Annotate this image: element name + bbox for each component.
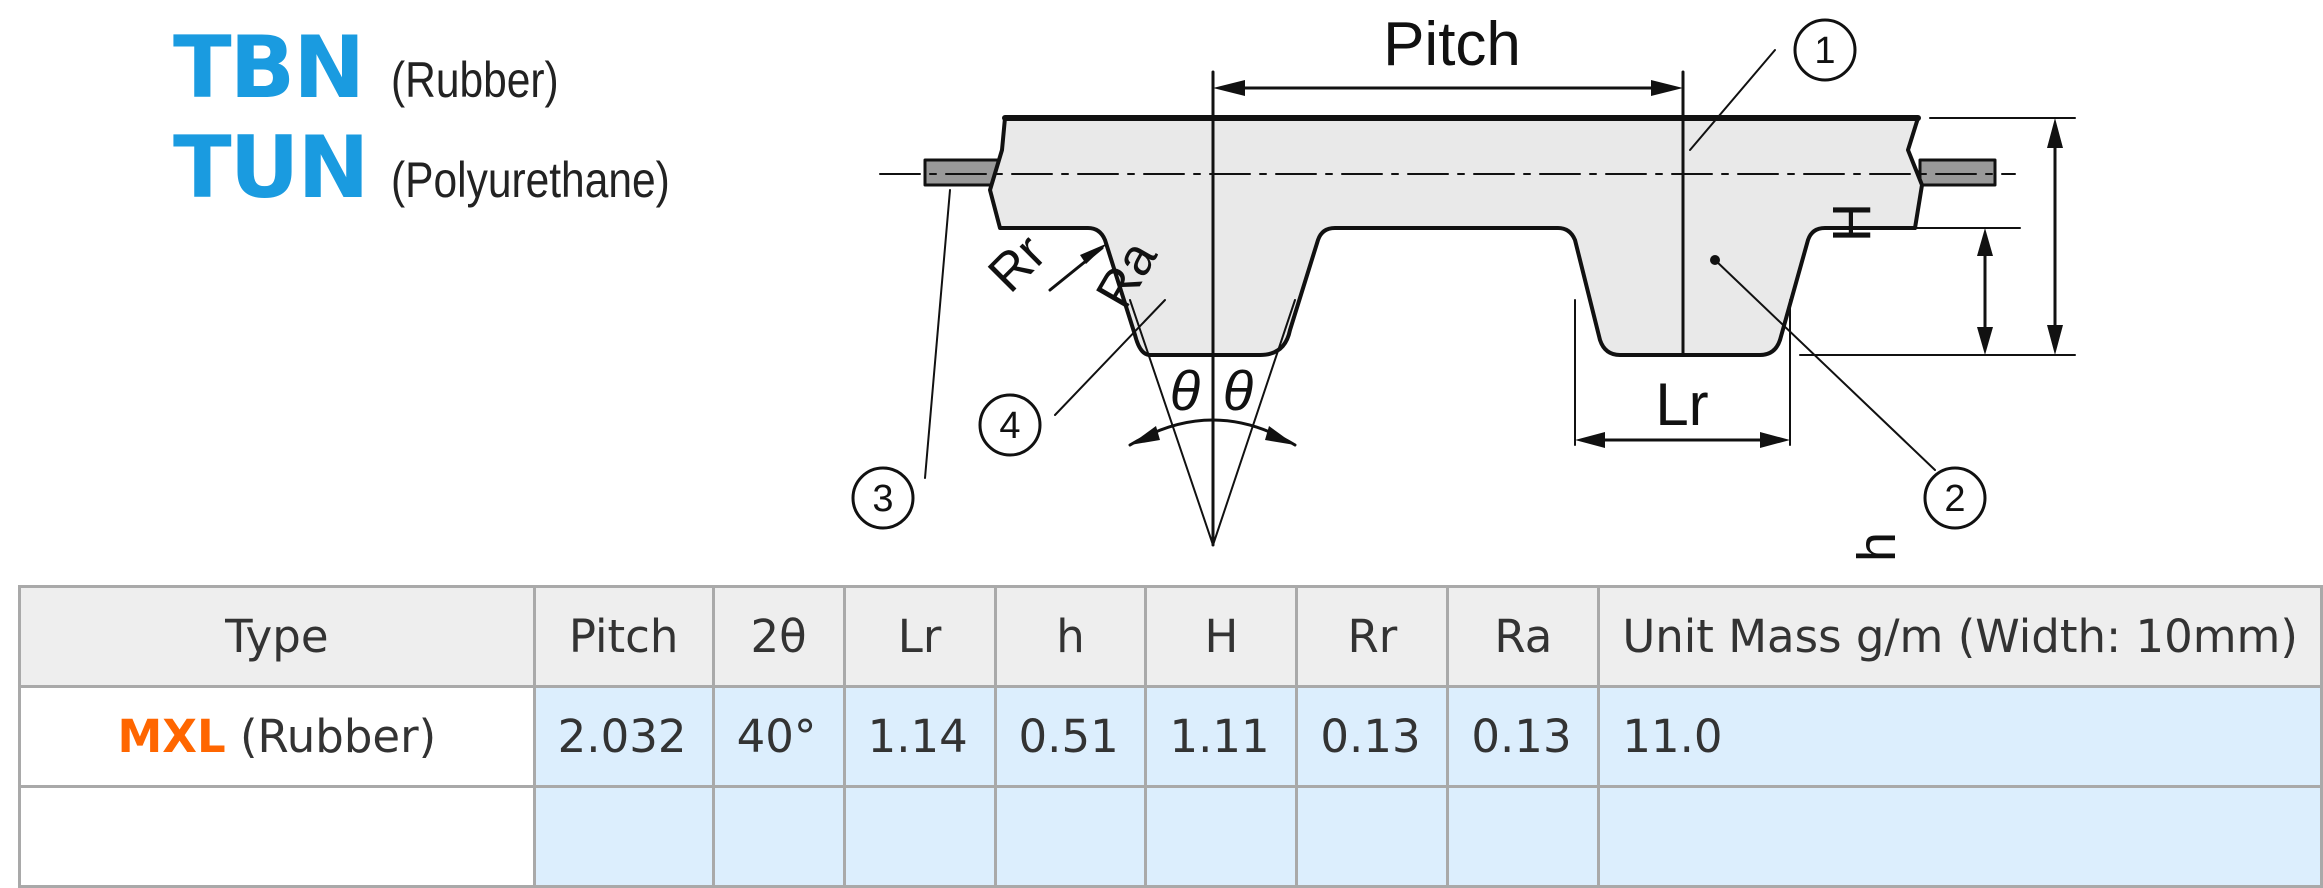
cell-h-large: 1.11 (1144, 685, 1299, 788)
header-pitch: Pitch (532, 585, 715, 688)
callout-4 (978, 393, 1042, 457)
header-unit-mass: Unit Mass g/m (Width: 10mm) (1597, 585, 2323, 688)
title-row-tun: TUN (Polyurethane) (173, 118, 719, 218)
tension-cord-right (1918, 158, 1997, 187)
belt-body (988, 116, 1924, 357)
H-label: H (1822, 203, 1882, 242)
cell-unit-mass: 11.0 (1597, 685, 2323, 788)
header-ra: Ra (1446, 585, 1601, 688)
spec-table: Type Pitch 2θ Lr h H Rr Ra Unit Mass g/m… (18, 585, 2323, 888)
cell-rr: 0.13 (1295, 685, 1450, 788)
type-material: (Rubber) (239, 710, 437, 763)
tension-cord-left (923, 158, 1002, 187)
material-label-tun: (Polyurethane) (391, 152, 670, 208)
cell-ra: 0.13 (1446, 685, 1601, 788)
title-row-tbn: TBN (Rubber) (173, 18, 719, 118)
header-h-large: H (1144, 585, 1299, 688)
table-row-partial (18, 785, 2323, 888)
callout-2 (1923, 466, 1987, 530)
header-2theta: 2θ (711, 585, 846, 688)
type-code: MXL (117, 710, 226, 763)
Lr-label: Lr (1655, 371, 1708, 438)
belt-profile-diagram: Pitch H h Lr Rr Ra θ θ 1 2 3 4 (851, 10, 2076, 562)
header-lr: Lr (842, 585, 997, 688)
header-h-small: h (993, 585, 1148, 688)
material-label-tbn: (Rubber) (391, 52, 559, 108)
header-rr: Rr (1295, 585, 1450, 688)
spec-table-header-row: Type Pitch 2θ Lr h H Rr Ra Unit Mass g/m… (18, 585, 2323, 688)
callout-3 (851, 466, 915, 530)
type-cell: MXL (Rubber) (18, 685, 536, 788)
Rr-label: Rr (977, 224, 1057, 304)
cell-h-small: 0.51 (993, 685, 1148, 788)
cell-pitch: 2.032 (532, 685, 715, 788)
product-code-tbn: TBN (173, 18, 365, 118)
theta-left-label: θ (1170, 359, 1200, 422)
callout-1-number: 1 (1814, 30, 1835, 72)
callout-2-number: 2 (1944, 478, 1965, 520)
product-titles: TBN (Rubber) TUN (Polyurethane) (173, 18, 719, 218)
pitch-label: Pitch (1383, 10, 1521, 79)
product-code-tun: TUN (173, 118, 369, 218)
header-type: Type (18, 585, 536, 688)
cell-2theta: 40° (711, 685, 846, 788)
callout-4-number: 4 (999, 405, 1020, 447)
table-row: MXL (Rubber) 2.032 40° 1.14 0.51 1.11 0.… (18, 685, 2323, 788)
h-label: h (1847, 532, 1907, 562)
callout-1 (1793, 18, 1857, 82)
theta-right-label: θ (1223, 359, 1253, 422)
cell-lr: 1.14 (842, 685, 997, 788)
callout-3-number: 3 (872, 478, 893, 520)
